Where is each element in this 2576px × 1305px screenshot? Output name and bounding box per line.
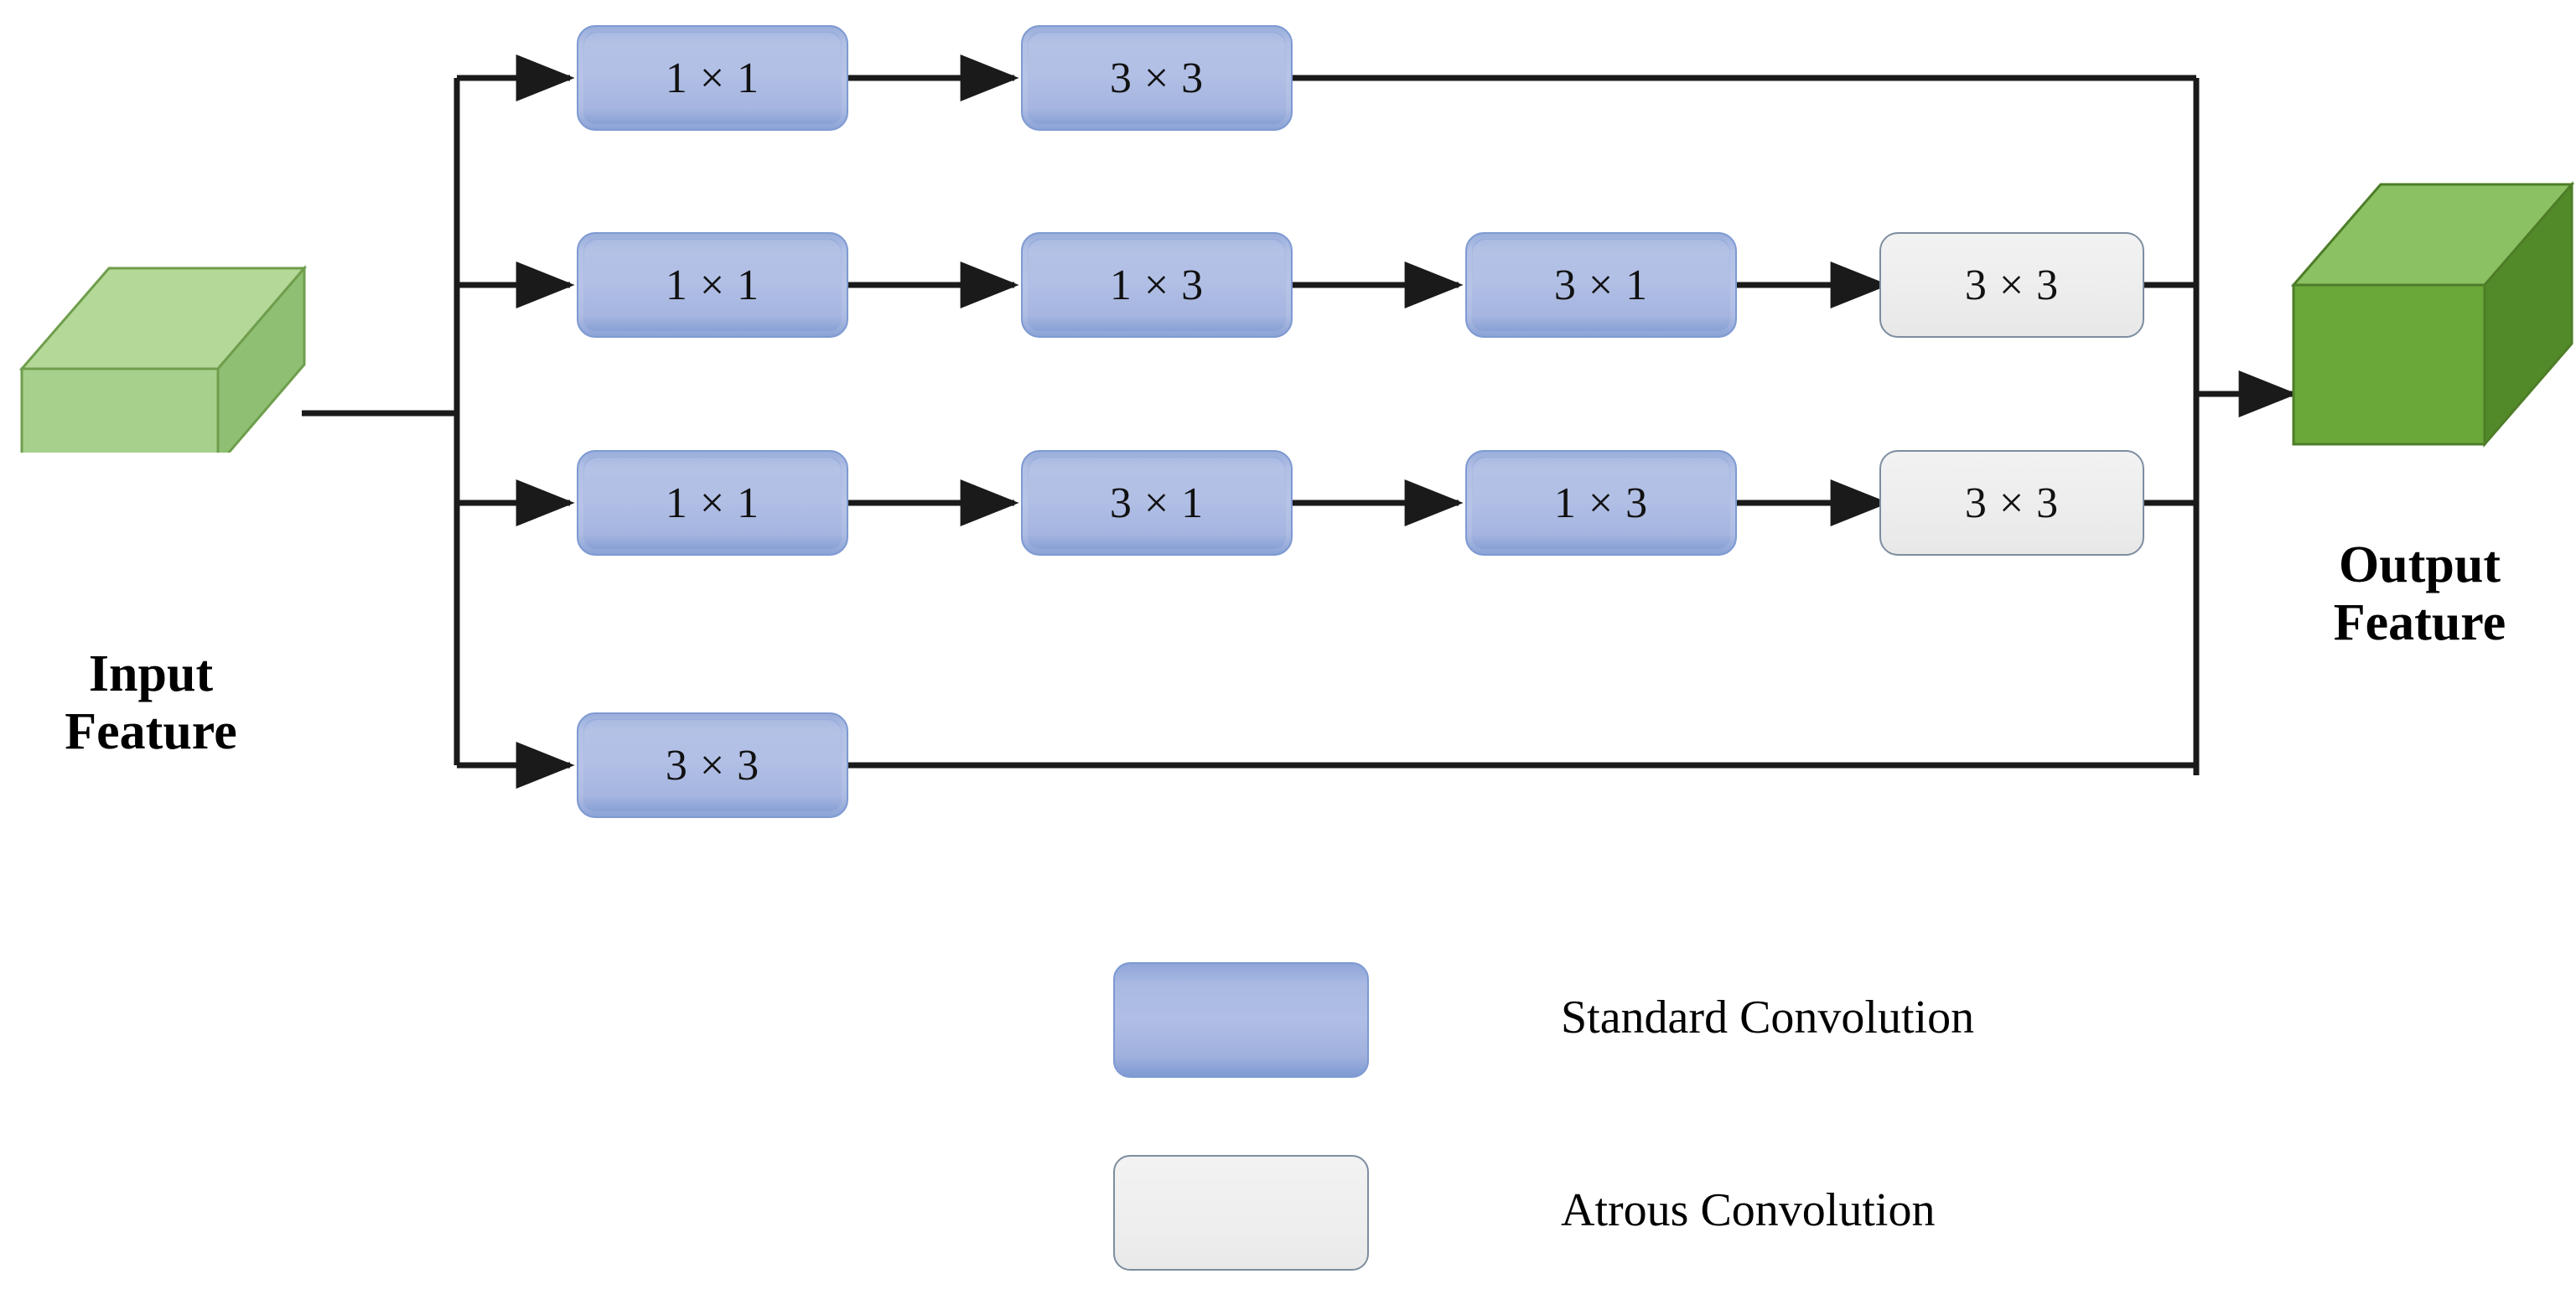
branch-1-conv-2[interactable]: 3 × 3 (1021, 25, 1293, 131)
output-caption-line1: Output (2339, 536, 2501, 593)
legend-label-atrous: Atrous Convolution (1561, 1184, 1936, 1236)
branch-2-conv-3[interactable]: 3 × 1 (1465, 232, 1737, 338)
branch-3-conv-1[interactable]: 1 × 1 (577, 450, 848, 556)
branch-2-conv-3-label: 3 × 1 (1553, 261, 1649, 309)
branch-4-conv-1[interactable]: 3 × 3 (577, 712, 848, 818)
output-feature-caption: Output Feature (2263, 536, 2576, 653)
output-feature-cube (2287, 176, 2576, 453)
branch-3-conv-2-label: 3 × 1 (1109, 479, 1205, 527)
legend-swatch-atrous (1113, 1155, 1369, 1271)
branch-2-conv-1[interactable]: 1 × 1 (577, 232, 848, 338)
branch-1-conv-1-label: 1 × 1 (665, 54, 760, 102)
branch-3-conv-2[interactable]: 3 × 1 (1021, 450, 1293, 556)
input-caption-line1: Input (88, 645, 214, 702)
branch-2-conv-2-label: 1 × 3 (1109, 261, 1205, 309)
legend-label-standard: Standard Convolution (1561, 992, 1975, 1043)
input-caption-line2: Feature (65, 703, 237, 761)
branch-3-conv-4-atrous[interactable]: 3 × 3 (1879, 450, 2144, 556)
branch-1-conv-1[interactable]: 1 × 1 (577, 25, 848, 131)
branch-3-conv-4-label: 3 × 3 (1964, 479, 2060, 527)
branch-3-conv-3-label: 1 × 3 (1553, 479, 1649, 527)
branch-1-conv-2-label: 3 × 3 (1109, 54, 1205, 102)
branch-2-conv-4-label: 3 × 3 (1964, 261, 2060, 309)
branch-2-conv-1-label: 1 × 1 (665, 261, 760, 309)
branch-3-conv-1-label: 1 × 1 (665, 479, 760, 527)
branch-2-conv-4-atrous[interactable]: 3 × 3 (1879, 232, 2144, 338)
legend-swatch-standard (1113, 962, 1369, 1078)
input-feature-caption: Input Feature (0, 645, 302, 762)
input-feature-cube (15, 159, 308, 453)
output-caption-line2: Feature (2333, 594, 2506, 652)
branch-2-conv-2[interactable]: 1 × 3 (1021, 232, 1293, 338)
branch-3-conv-3[interactable]: 1 × 3 (1465, 450, 1737, 556)
branch-4-conv-1-label: 3 × 3 (665, 741, 760, 790)
